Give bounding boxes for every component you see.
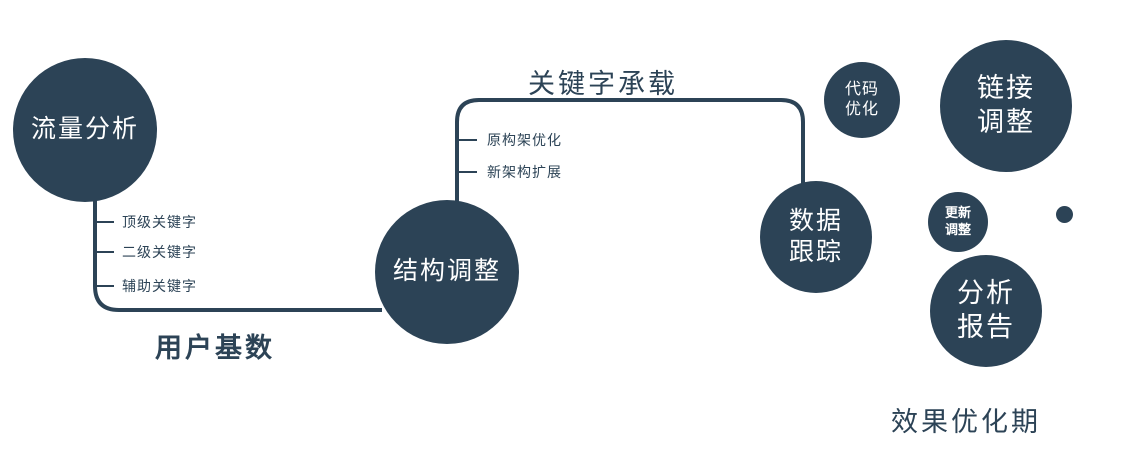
node-update-adjustment-line1: 更新 xyxy=(944,205,971,221)
node-data-tracking-line2: 跟踪 xyxy=(788,238,843,266)
node-traffic-analysis-label: 流量分析 xyxy=(30,115,139,144)
node-link-adjustment-line2: 调整 xyxy=(977,107,1035,137)
node-link-adjustment: 链接 调整 xyxy=(940,40,1072,172)
node-traffic-analysis: 流量分析 xyxy=(13,58,157,202)
edge-label-keyword-carry: 关键字承载 xyxy=(528,69,678,99)
node-code-optimization-line1: 代码 xyxy=(844,81,879,98)
stage-label-effect-optimization: 效果优化期 xyxy=(891,407,1041,437)
node-analysis-report-line2: 报告 xyxy=(957,312,1015,342)
branch-label-aux-keyword: 辅助关键字 xyxy=(122,278,197,294)
branch-label-top-keyword: 顶级关键字 xyxy=(122,214,197,230)
node-code-optimization: 代码 优化 xyxy=(824,62,900,138)
node-data-tracking: 数据 跟踪 xyxy=(760,181,872,293)
node-data-tracking-line1: 数据 xyxy=(788,206,843,235)
node-structure-adjustment: 结构调整 xyxy=(375,200,519,344)
node-structure-adjustment-label: 结构调整 xyxy=(392,257,501,286)
node-analysis-report-line1: 分析 xyxy=(957,278,1015,309)
branch-label-second-keyword: 二级关键字 xyxy=(122,244,197,260)
node-analysis-report: 分析 报告 xyxy=(930,255,1042,367)
node-code-optimization-line2: 优化 xyxy=(844,101,879,118)
branch-label-new-architecture: 新架构扩展 xyxy=(487,164,562,180)
node-update-adjustment-line2: 调整 xyxy=(944,222,971,237)
node-link-adjustment-line1: 链接 xyxy=(977,73,1035,104)
dot-marker xyxy=(1056,206,1073,223)
branch-label-original-architecture: 原构架优化 xyxy=(487,132,562,148)
edge-label-user-base: 用户基数 xyxy=(155,333,275,363)
node-update-adjustment: 更新 调整 xyxy=(928,192,988,252)
connector-structure-to-tracking xyxy=(455,98,805,204)
